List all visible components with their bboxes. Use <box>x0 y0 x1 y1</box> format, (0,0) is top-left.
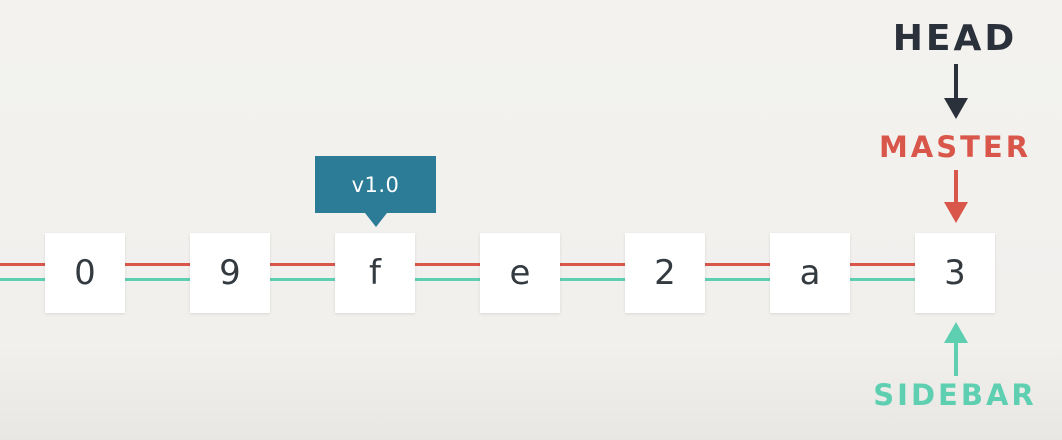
commit-box: e <box>480 233 560 313</box>
head-label: HEAD <box>892 18 1018 59</box>
commit-box: 9 <box>190 233 270 313</box>
sidebar-label: SIDEBAR <box>873 378 1037 412</box>
commit-box: 0 <box>45 233 125 313</box>
tag-pointer <box>365 213 387 227</box>
commit-box: 2 <box>625 233 705 313</box>
head-arrow-icon <box>944 64 968 119</box>
commit-box: a <box>770 233 850 313</box>
master-label: MASTER <box>878 130 1032 164</box>
commit-box: f <box>335 233 415 313</box>
master-arrow-icon <box>944 170 968 223</box>
commit-box-latest: 3 <box>915 233 995 313</box>
tag-label: v1.0 <box>315 156 436 213</box>
sidebar-arrow-icon <box>944 322 968 376</box>
